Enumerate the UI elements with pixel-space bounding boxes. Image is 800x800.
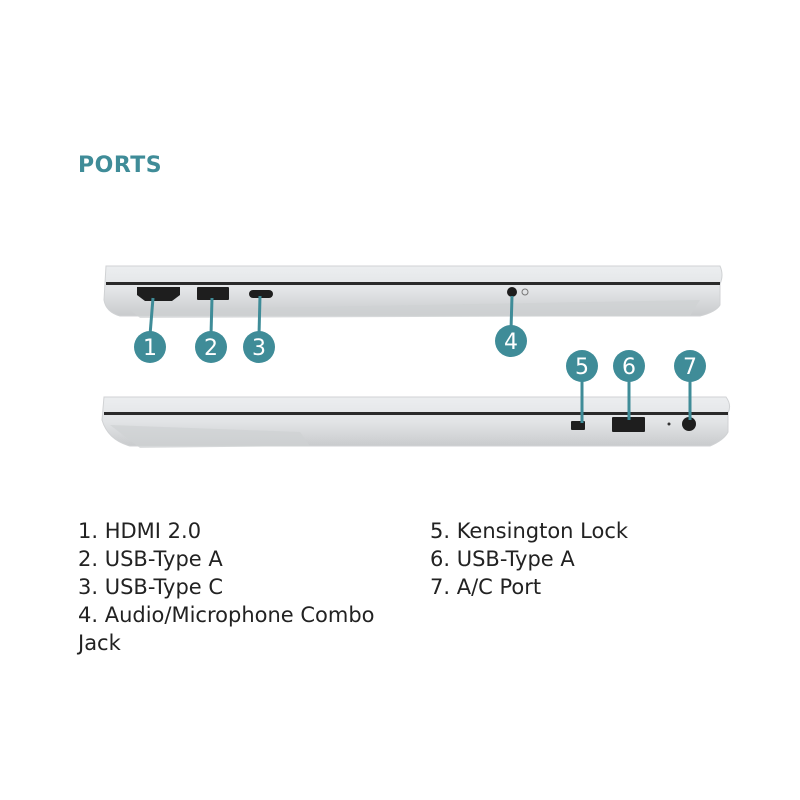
callout-badge-6: 6 [613, 350, 645, 382]
audio-jack [507, 287, 529, 297]
callout-badge-3: 3 [243, 331, 275, 363]
usb-a-port-left [197, 287, 229, 300]
callout-badge-5: 5 [566, 350, 598, 382]
usb-a-port-right [612, 417, 645, 432]
port-item: 4. Audio/Microphone Combo [78, 603, 375, 627]
port-item: 6. USB-Type A [430, 547, 575, 571]
ac-port [667, 417, 696, 431]
callout-badge-2: 2 [195, 331, 227, 363]
svg-text:7: 7 [683, 355, 697, 380]
laptop-left-side [103, 265, 723, 318]
callout-badge-1: 1 [134, 331, 166, 363]
port-item: 5. Kensington Lock [430, 519, 629, 543]
laptop-right-side [101, 396, 731, 448]
callout-badge-7: 7 [674, 350, 706, 382]
callout-badge-4: 4 [495, 325, 527, 357]
port-item: 3. USB-Type C [78, 575, 224, 599]
hdmi-port [137, 287, 180, 301]
port-item: 1. HDMI 2.0 [78, 519, 202, 543]
port-item: Jack [78, 631, 121, 655]
port-item: 7. A/C Port [430, 575, 542, 599]
svg-text:6: 6 [622, 355, 636, 380]
usb-c-port [249, 290, 273, 298]
svg-text:4: 4 [504, 330, 518, 355]
ports-list-left: 1. HDMI 2.0 2. USB-Type A 3. USB-Type C … [78, 517, 375, 657]
svg-text:2: 2 [204, 336, 218, 361]
svg-text:1: 1 [143, 336, 157, 361]
svg-text:3: 3 [252, 336, 266, 361]
section-title: PORTS [78, 153, 163, 178]
port-item: 2. USB-Type A [78, 547, 223, 571]
kensington-lock-slot [571, 421, 585, 430]
svg-text:5: 5 [575, 355, 589, 380]
ports-list-right: 5. Kensington Lock 6. USB-Type A 7. A/C … [430, 517, 628, 601]
